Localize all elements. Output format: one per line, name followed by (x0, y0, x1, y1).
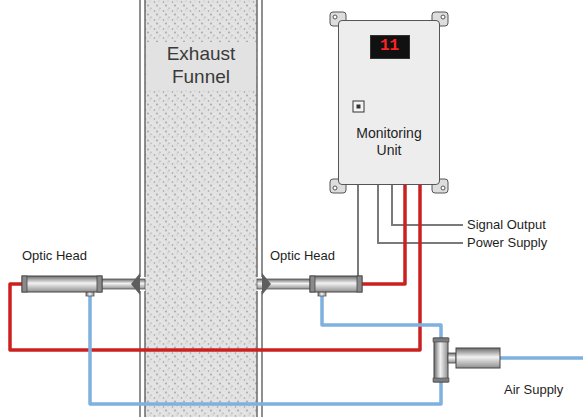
optic-head-text: Optic Head (22, 248, 87, 264)
screw-hole (333, 186, 337, 190)
wall-line (261, 0, 263, 277)
optic-cylinder (310, 276, 362, 292)
cylinder-cap (310, 276, 315, 292)
funnel-walls (140, 0, 262, 417)
screw-hole (441, 186, 445, 190)
air-supply-unit-text: Air Supply (504, 382, 563, 398)
air-supply-unit: Air Supply (432, 338, 500, 382)
air-regulator (456, 348, 500, 368)
signal-cable-end (357, 248, 359, 276)
optic-cylinder (22, 276, 102, 292)
cylinder-cap (97, 276, 102, 292)
wall-line (144, 291, 146, 417)
cylinder-cap (22, 276, 27, 292)
monitoring-unit-text: Monitoring Unit (343, 125, 435, 159)
mounting-ears (330, 12, 448, 193)
fitting-cap (433, 338, 449, 342)
mounting-flange (262, 273, 271, 295)
screw-hole (333, 15, 337, 19)
cable-connector (90, 296, 441, 404)
signal-label: Signal Output (467, 217, 546, 233)
monitoring-unit: Monitoring Unit 11 (338, 20, 440, 185)
air-inlet-hose (500, 356, 583, 360)
push-button (353, 101, 364, 112)
signal-wire (392, 185, 463, 225)
wall-line (261, 291, 263, 417)
wall-line (139, 291, 141, 417)
cable-connector (322, 296, 441, 338)
cable-connector (362, 185, 405, 284)
cable-connector (357, 185, 359, 248)
tee-fitting (434, 338, 448, 382)
signal-label: Power Supply (467, 235, 547, 251)
digital-display-text: 11 (380, 37, 399, 56)
optic-head: Optic Head (270, 248, 362, 296)
screw-hole (441, 15, 445, 19)
digital-display: 11 (370, 35, 410, 59)
fitting-neck (448, 353, 456, 363)
exhaust-funnel: Exhaust Funnel (140, 0, 262, 417)
optic-head-text: Optic Head (270, 248, 335, 264)
exhaust-funnel-text: Exhaust Funnel (146, 42, 256, 90)
wall-line (256, 291, 258, 417)
cylinder-cap (357, 276, 362, 292)
funnel-interior (145, 0, 257, 417)
push-button-dot (357, 105, 361, 109)
wall-line (256, 0, 258, 277)
optic-head: Optic Head (22, 248, 114, 296)
fitting-cap (433, 378, 449, 382)
mounting-flange (131, 273, 140, 295)
wall-line (139, 0, 141, 277)
air-supply-unit-shape (432, 338, 500, 382)
